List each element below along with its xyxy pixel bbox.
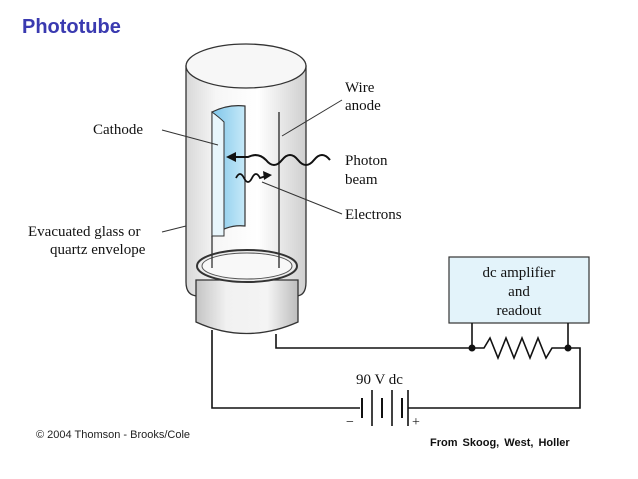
envelope-label-2: quartz envelope bbox=[50, 242, 146, 258]
electrons-arrow bbox=[235, 171, 272, 183]
cathode bbox=[211, 105, 246, 238]
cathode-leader bbox=[161, 129, 219, 146]
envelope-leader bbox=[161, 225, 187, 233]
node-right bbox=[564, 344, 572, 352]
plus-sign: + bbox=[412, 415, 420, 430]
electrons-leader bbox=[261, 181, 343, 215]
photon-beam-label-1: Photon bbox=[345, 153, 388, 169]
wire-anode-label-1: Wire bbox=[345, 80, 375, 96]
amplifier-label-3: readout bbox=[497, 303, 543, 319]
page-title: Phototube bbox=[22, 16, 121, 38]
anode-leader bbox=[281, 99, 343, 137]
copyright-notice: © 2004 Thomson - Brooks/Cole bbox=[36, 429, 191, 441]
dc-amplifier-box: dc amplifier and readout bbox=[448, 256, 590, 324]
electrons-label: Electrons bbox=[345, 207, 402, 223]
photon-beam-label-2: beam bbox=[345, 172, 378, 188]
tube-base bbox=[195, 249, 299, 335]
circuit-wiring bbox=[211, 323, 581, 409]
node-left bbox=[468, 344, 476, 352]
envelope-label-1: Evacuated glass or bbox=[28, 224, 140, 240]
source-credit: From Skoog, West, Holler bbox=[430, 437, 570, 449]
amplifier-label-2: and bbox=[508, 284, 530, 300]
wire-anode-label-2: anode bbox=[345, 98, 381, 114]
battery bbox=[361, 390, 409, 426]
cathode-label: Cathode bbox=[93, 122, 143, 138]
photon-beam-arrow bbox=[226, 152, 331, 166]
minus-sign: − bbox=[346, 415, 354, 430]
voltage-label: 90 V dc bbox=[356, 372, 403, 388]
amplifier-label-1: dc amplifier bbox=[483, 265, 556, 281]
